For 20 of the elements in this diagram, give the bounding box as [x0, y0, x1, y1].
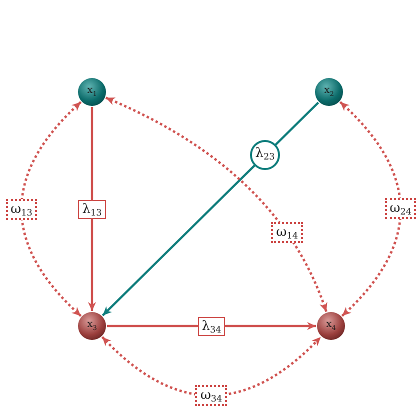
sphere-node — [78, 78, 106, 106]
edge-label: ω$_{24}$ — [384, 198, 416, 220]
edge-label: ω$_{34}$ — [195, 384, 228, 406]
edge-label: λ$_{13}$ — [78, 200, 106, 218]
edge-label: ω$_{14}$ — [271, 222, 303, 244]
node-label: x$_{1}$ — [87, 86, 97, 98]
node-label: x$_{3}$ — [87, 320, 97, 332]
dotted-double-arrow — [20, 101, 82, 317]
edge-label: ω$_{13}$ — [6, 198, 38, 220]
node-label: x$_{4}$ — [326, 320, 336, 332]
arrow — [88, 107, 96, 311]
node-label: x$_{2}$ — [324, 86, 334, 98]
dotted-double-arrow — [101, 336, 322, 397]
arrow — [107, 322, 316, 330]
sphere-node — [315, 78, 343, 106]
sphere-node — [317, 312, 345, 340]
sphere-node — [78, 312, 106, 340]
edge-label: λ$_{23}$ — [250, 140, 280, 170]
dotted-double-arrow — [339, 101, 402, 317]
edge-label: λ$_{34}$ — [198, 316, 226, 336]
